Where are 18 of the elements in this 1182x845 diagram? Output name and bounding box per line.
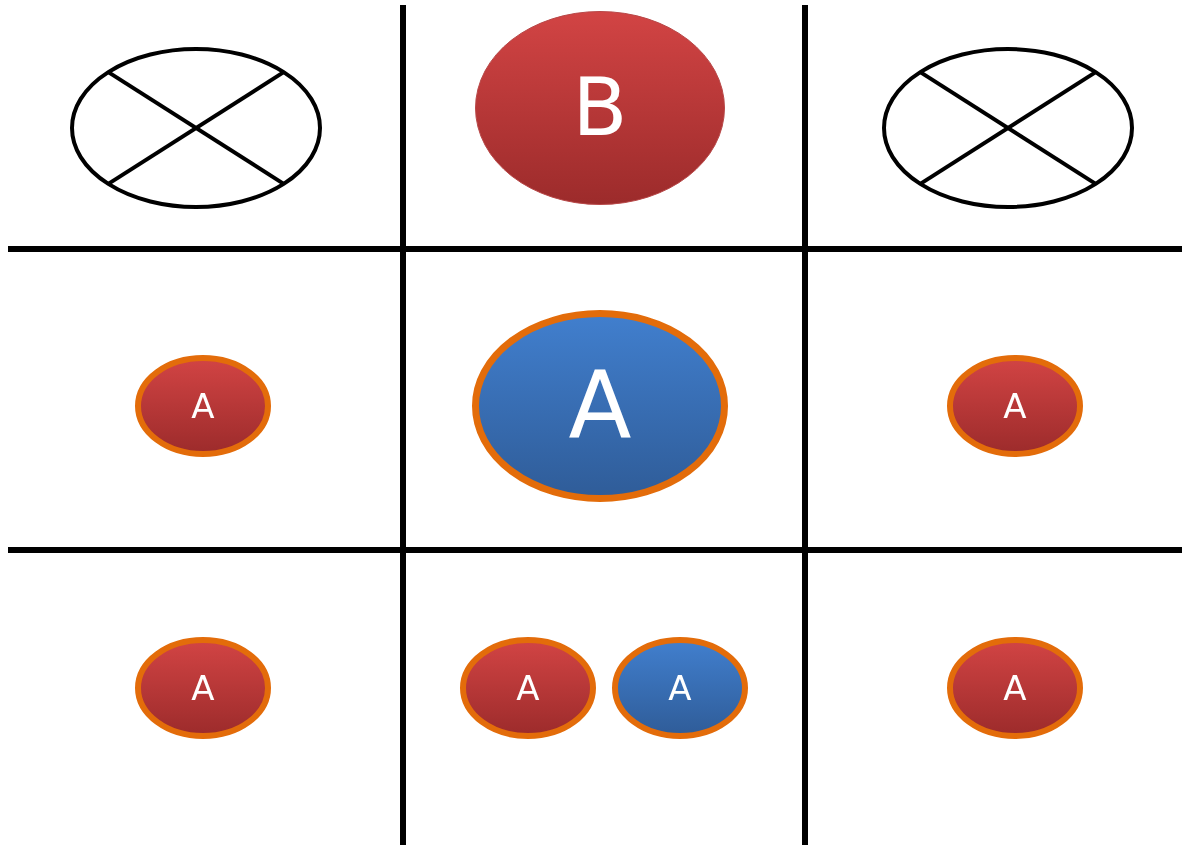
node-letter: A	[1003, 671, 1027, 705]
node-letter: A	[1003, 389, 1027, 423]
node-letter: A	[568, 360, 632, 452]
node-letter: A	[191, 671, 215, 705]
ellipse-node	[611, 636, 749, 740]
ellipse-node	[946, 354, 1084, 458]
ellipse-node	[134, 636, 272, 740]
ellipse-node	[134, 354, 272, 458]
ellipse-node	[474, 10, 726, 206]
crossed-ellipse	[881, 46, 1135, 210]
ellipse-node	[471, 309, 729, 503]
node-letter: A	[668, 671, 692, 705]
node-letter: A	[191, 389, 215, 423]
ellipse-node	[459, 636, 597, 740]
ellipse-node	[946, 636, 1084, 740]
crossed-ellipse	[69, 46, 323, 210]
node-letter: B	[572, 68, 628, 148]
node-letter: A	[516, 671, 540, 705]
